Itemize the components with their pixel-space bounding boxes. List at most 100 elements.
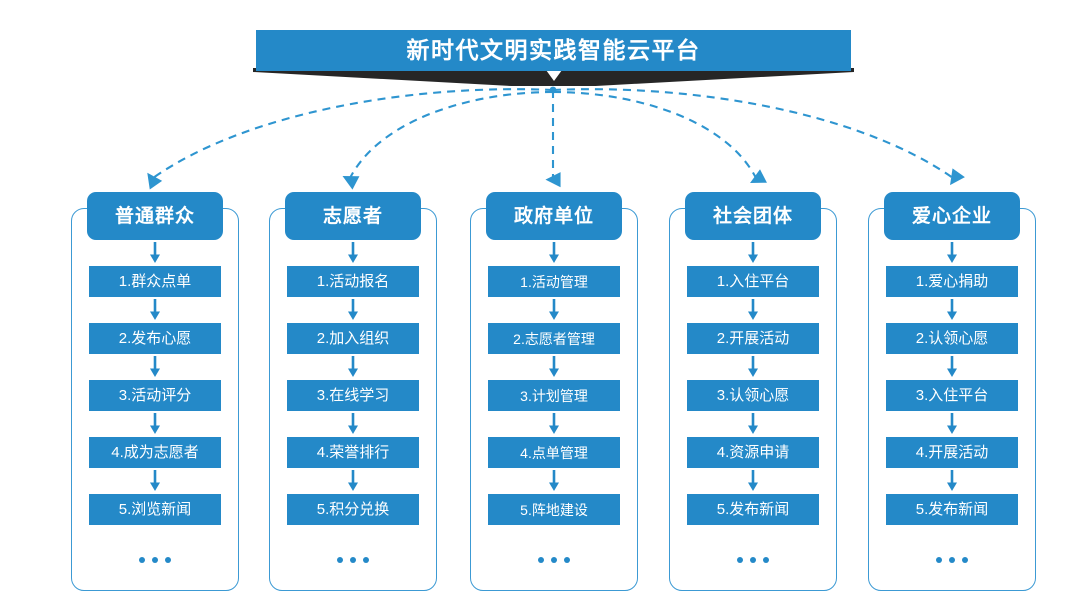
flow-step[interactable]: 5.浏览新闻 (89, 494, 221, 525)
arrow-down-icon (269, 240, 437, 266)
flow-step[interactable]: 4.荣誉排行 (287, 437, 419, 468)
flow-step-label: 4.点单管理 (520, 444, 588, 461)
flow-step-label: 2.发布心愿 (118, 330, 192, 347)
flow-step-label: 5.浏览新闻 (118, 501, 192, 518)
column-header-1[interactable]: 普通群众 (87, 192, 223, 240)
flow-step[interactable]: 3.入住平台 (886, 380, 1018, 411)
flow-step[interactable]: 2.志愿者管理 (488, 323, 620, 354)
more-items-ellipsis (470, 543, 638, 577)
flow-step[interactable]: 4.点单管理 (488, 437, 620, 468)
more-items-ellipsis (71, 543, 239, 577)
flow-step-label: 5.积分兑换 (316, 501, 390, 518)
arrow-down-icon (669, 468, 837, 494)
arrow-down-icon (868, 297, 1036, 323)
more-items-ellipsis (868, 543, 1036, 577)
column-header-label: 社会团体 (712, 205, 793, 227)
arrow-down-icon (71, 411, 239, 437)
flow-step[interactable]: 1.群众点单 (89, 266, 221, 297)
arrow-down-icon (269, 411, 437, 437)
flow-step[interactable]: 3.在线学习 (287, 380, 419, 411)
arrow-down-icon (470, 411, 638, 437)
arrow-down-icon (470, 297, 638, 323)
column-item-list: 1.活动管理 2.志愿者管理 3.计划管理 4.点单管理 5.阵地建设 (470, 240, 638, 577)
role-column-3: 政府单位 1.活动管理 2.志愿者管理 3.计划管理 4.点单管理 5.阵地建设 (470, 192, 638, 591)
ellipsis-dot (564, 557, 570, 563)
flow-step-label: 2.加入组织 (316, 330, 390, 347)
flow-step[interactable]: 2.发布心愿 (89, 323, 221, 354)
flow-step[interactable]: 5.发布新闻 (687, 494, 819, 525)
arrow-down-icon (868, 354, 1036, 380)
banner-bar: 新时代文明实践智能云平台 (256, 30, 851, 71)
caret-down-icon (546, 70, 562, 81)
arrow-down-icon (71, 354, 239, 380)
ellipsis-dot (763, 557, 769, 563)
flow-step[interactable]: 1.活动管理 (488, 266, 620, 297)
ellipsis-dot (139, 557, 145, 563)
flow-step-label: 3.在线学习 (316, 387, 390, 404)
role-column-2: 志愿者 1.活动报名 2.加入组织 3.在线学习 4.荣誉排行 5.积分兑换 (269, 192, 437, 591)
flow-step-label: 3.计划管理 (520, 387, 588, 404)
column-header-label: 爱心企业 (911, 205, 992, 227)
page-title: 新时代文明实践智能云平台 (406, 37, 701, 63)
arrow-down-icon (669, 411, 837, 437)
arrow-down-icon (470, 468, 638, 494)
flow-step[interactable]: 5.发布新闻 (886, 494, 1018, 525)
flow-step[interactable]: 3.认领心愿 (687, 380, 819, 411)
column-header-3[interactable]: 政府单位 (486, 192, 622, 240)
column-item-list: 1.爱心捐助 2.认领心愿 3.入住平台 4.开展活动 5.发布新闻 (868, 240, 1036, 577)
ellipsis-dot (363, 557, 369, 563)
flow-step[interactable]: 1.活动报名 (287, 266, 419, 297)
flow-step-label: 4.资源申请 (716, 444, 790, 461)
column-item-list: 1.活动报名 2.加入组织 3.在线学习 4.荣誉排行 5.积分兑换 (269, 240, 437, 577)
flow-step[interactable]: 5.积分兑换 (287, 494, 419, 525)
flow-step[interactable]: 3.活动评分 (89, 380, 221, 411)
ellipsis-dot (350, 557, 356, 563)
flow-step-label: 5.发布新闻 (915, 501, 989, 518)
column-header-4[interactable]: 社会团体 (685, 192, 821, 240)
ellipsis-dot (949, 557, 955, 563)
arrow-down-icon (269, 468, 437, 494)
ellipsis-dot (538, 557, 544, 563)
flow-step[interactable]: 3.计划管理 (488, 380, 620, 411)
ellipsis-dot (337, 557, 343, 563)
more-items-ellipsis (669, 543, 837, 577)
ellipsis-dot (165, 557, 171, 563)
column-header-2[interactable]: 志愿者 (285, 192, 421, 240)
arrow-down-icon (269, 354, 437, 380)
flow-step[interactable]: 1.爱心捐助 (886, 266, 1018, 297)
flow-step-label: 1.群众点单 (118, 273, 192, 290)
flow-step-label: 3.入住平台 (915, 387, 989, 404)
arrow-down-icon (71, 240, 239, 266)
flow-step-label: 4.成为志愿者 (111, 444, 199, 461)
ellipsis-dot (936, 557, 942, 563)
flow-step[interactable]: 1.入住平台 (687, 266, 819, 297)
ellipsis-dot (551, 557, 557, 563)
flow-step-label: 3.活动评分 (118, 387, 192, 404)
arrow-down-icon (669, 240, 837, 266)
flow-step[interactable]: 2.认领心愿 (886, 323, 1018, 354)
arrow-down-icon (868, 411, 1036, 437)
flow-step-label: 5.发布新闻 (716, 501, 790, 518)
arrow-down-icon (71, 297, 239, 323)
flow-step[interactable]: 5.阵地建设 (488, 494, 620, 525)
arrow-down-icon (669, 354, 837, 380)
arrow-down-icon (868, 468, 1036, 494)
flow-step[interactable]: 2.开展活动 (687, 323, 819, 354)
flow-step[interactable]: 4.开展活动 (886, 437, 1018, 468)
flow-step[interactable]: 2.加入组织 (287, 323, 419, 354)
arrow-down-icon (470, 240, 638, 266)
flow-step-label: 1.爱心捐助 (915, 273, 989, 290)
column-header-5[interactable]: 爱心企业 (884, 192, 1020, 240)
flow-step-label: 1.活动报名 (316, 273, 390, 290)
flow-step-label: 3.认领心愿 (716, 387, 790, 404)
column-item-list: 1.入住平台 2.开展活动 3.认领心愿 4.资源申请 5.发布新闻 (669, 240, 837, 577)
arrow-down-icon (71, 468, 239, 494)
flow-step[interactable]: 4.成为志愿者 (89, 437, 221, 468)
flow-step[interactable]: 4.资源申请 (687, 437, 819, 468)
flow-step-label: 2.开展活动 (716, 330, 790, 347)
flow-step-label: 4.荣誉排行 (316, 444, 390, 461)
column-header-label: 志愿者 (322, 205, 383, 227)
flow-step-label: 1.活动管理 (520, 273, 588, 290)
